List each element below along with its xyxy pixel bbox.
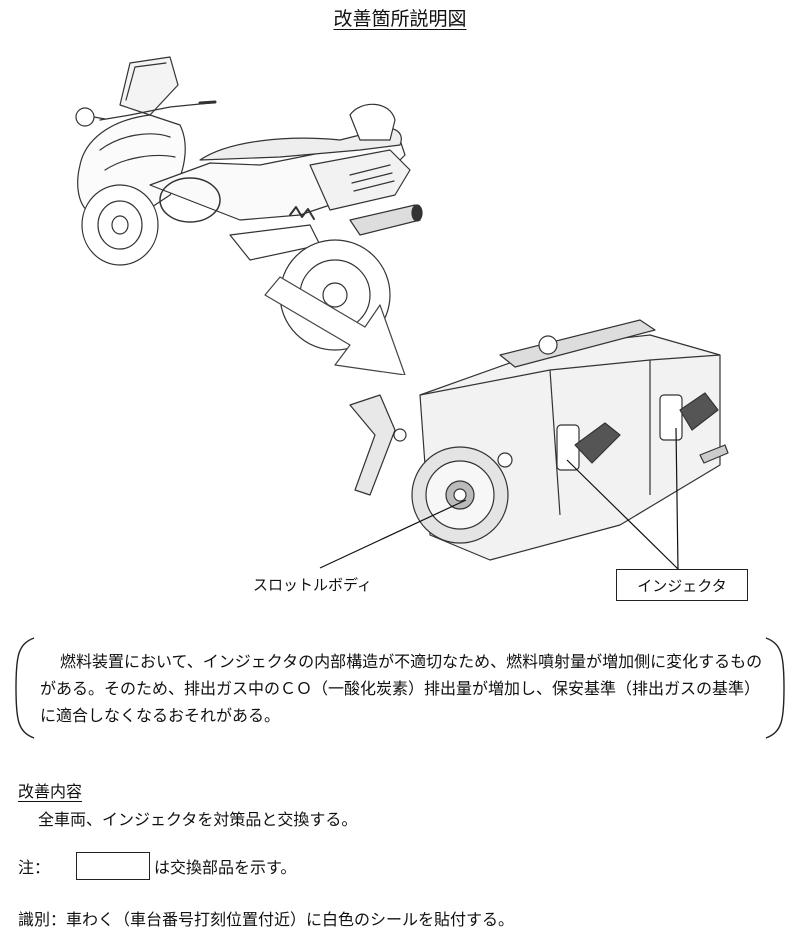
identification: 識別：車わく（車台番号打刻位置付近）に白色のシールを貼付する。 [18,910,515,929]
note-suffix: は交換部品を示す。 [154,858,297,877]
scooter-illustration [75,56,423,375]
note-prefix: 注： [18,858,51,877]
page-title: 改善箇所説明図 [333,8,467,30]
description-bracket [15,637,785,739]
defect-description: 燃料装置において、インジェクタの内部構造が不適切なため、燃料噴射量が増加側に変化… [40,652,763,725]
note: 注： は交換部品を示す。 [18,852,296,880]
throttle-body-illustration [349,319,729,561]
note-legend-box [76,852,151,880]
throttle-body-label: スロットルボディ [253,576,372,594]
improvement-body: 全車両、インジェクタを対策品と交換する。 [38,810,358,829]
injector-label: インジェクタ [616,569,748,601]
improvement-heading: 改善内容 [18,782,83,801]
